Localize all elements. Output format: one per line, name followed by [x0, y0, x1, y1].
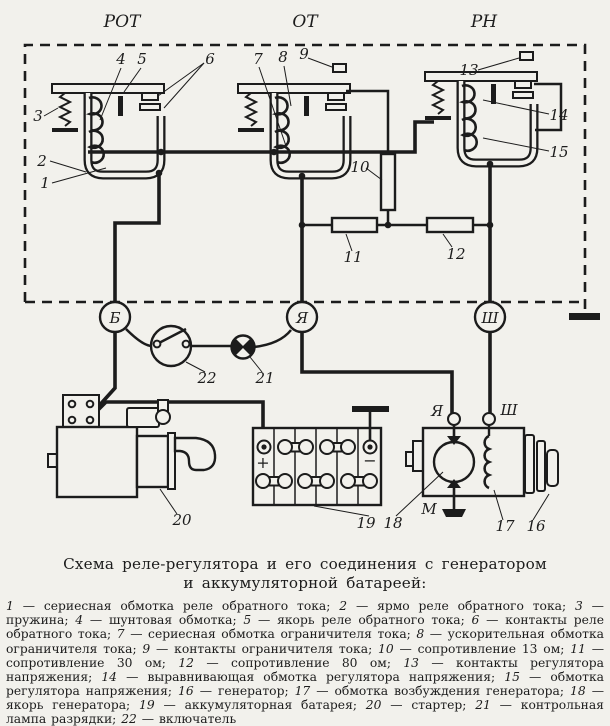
legend-item: 18 — якорь генератора; [6, 683, 604, 713]
legend-item: 7 — сериесная обмотка ограничителя тока; [116, 627, 411, 642]
resistor-12 [425, 216, 475, 234]
legend-item: 22 — включатель [121, 712, 237, 726]
figure-caption: Схема реле-регулятора и его соединения с… [0, 555, 610, 726]
legend-item: 13 — контакты регулятора напряжения; [6, 655, 604, 684]
legend-item: 1 — сериесная обмотка реле обратного ток… [6, 599, 331, 614]
wiring [88, 82, 563, 438]
terminal-b-label: Б [108, 309, 120, 327]
legend-item: 9 — контакты ограничителя тока; [142, 641, 373, 656]
generator: Я Ш М [405, 401, 559, 518]
legend-item: 15 — обмотка регулятора напряжения; [6, 669, 605, 698]
part-label-13: 13 [459, 61, 478, 79]
relay-rot [52, 84, 164, 175]
gen-terminal-ya: Я [430, 402, 444, 420]
terminal-sh: Ш [473, 300, 507, 334]
field-winding [483, 434, 493, 490]
resistor-10 [379, 152, 397, 212]
caption-title: Схема реле-регулятора и его соединения с… [63, 555, 547, 592]
unit-label-rot: РОТ [103, 12, 142, 32]
unit-label-rn: РН [470, 12, 498, 32]
generator-ground-symbol [442, 509, 466, 517]
junction-dots [155, 148, 494, 229]
part-label-20: 20 [171, 511, 192, 529]
gen-mass-label: М [420, 500, 437, 518]
ground-symbol [569, 313, 600, 320]
leader-lines [43, 57, 550, 521]
part-label-18: 18 [383, 514, 402, 532]
legend-item: 6 — контакты реле обратного тока; [6, 613, 604, 642]
part-label-15: 15 [549, 143, 568, 161]
part-label-9: 9 [299, 45, 309, 63]
part-label-10: 10 [350, 158, 370, 176]
generator-armature [432, 440, 476, 484]
legend-item: 17 — обмотка возбуждения генератора; [294, 683, 565, 698]
battery-minus: − [363, 451, 376, 470]
legend-item: 11 — сопротивление 30 ом; [6, 641, 604, 670]
part-label-22: 22 [196, 369, 216, 387]
part-label-8: 8 [278, 48, 288, 66]
relay-regulator-schematic: Б Я Ш [23, 12, 600, 535]
terminal-ya-label: Я [295, 309, 309, 327]
legend-item: 16 — генератор; [178, 683, 289, 698]
switch-22 [149, 324, 193, 368]
part-label-12: 12 [446, 245, 465, 263]
part-label-5: 5 [137, 50, 147, 68]
legend-item: 20 — стартер; [365, 698, 467, 713]
legend-item: 3 — пружина; [6, 599, 604, 628]
contact-9 [332, 63, 347, 73]
relay-ot [238, 63, 350, 175]
legend-item: 10 — сопротивление 13 ом; [378, 641, 565, 656]
part-labels: 1 2 3 4 5 6 7 8 9 10 11 12 13 14 15 16 1… [33, 45, 568, 535]
relay-rn [425, 51, 537, 163]
legend-item: 12 — сопротивление 80 ом; [178, 655, 391, 670]
battery: + − [251, 406, 389, 507]
battery-ground-symbol [352, 406, 389, 412]
unit-label-ot: ОТ [292, 12, 319, 32]
part-label-4: 4 [115, 50, 126, 68]
terminal-sh-label: Ш [480, 309, 499, 327]
terminal-b: Б [98, 300, 132, 334]
legend-item: 19 — аккумуляторная батарея; [139, 698, 357, 713]
starter [47, 394, 217, 499]
caption-legend: 1 — сериесная обмотка реле обратного ток… [4, 599, 606, 726]
legend-item: 5 — якорь реле обратного тока; [243, 613, 465, 628]
part-label-21: 21 [254, 369, 274, 387]
part-label-6: 6 [205, 50, 215, 68]
generator-pulley [546, 449, 559, 487]
part-label-14: 14 [549, 106, 568, 124]
part-label-1: 1 [40, 174, 50, 192]
gen-terminal-sh: Ш [499, 401, 518, 419]
contact-13 [519, 51, 534, 61]
part-label-3: 3 [33, 107, 43, 125]
part-label-16: 16 [526, 517, 546, 535]
legend-item: 21 — контрольная лампа разрядки; [6, 698, 604, 726]
lamp-21 [230, 334, 256, 360]
legend-item: 8 — ускорительная обмотка ограничителя т… [6, 627, 604, 656]
resistor-11 [330, 216, 379, 234]
legend-item: 4 — шунтовая обмотка; [75, 613, 237, 628]
legend-item: 2 — ярмо реле обратного тока; [339, 599, 567, 614]
part-label-7: 7 [253, 50, 263, 68]
part-label-11: 11 [343, 248, 362, 266]
part-label-19: 19 [356, 514, 376, 532]
part-label-17: 17 [495, 517, 515, 535]
part-label-2: 2 [36, 152, 47, 170]
battery-plus: + [256, 453, 269, 472]
terminal-ya: Я [285, 300, 319, 334]
legend-item: 14 — выравнивающая обмотка регулятора на… [101, 669, 496, 684]
